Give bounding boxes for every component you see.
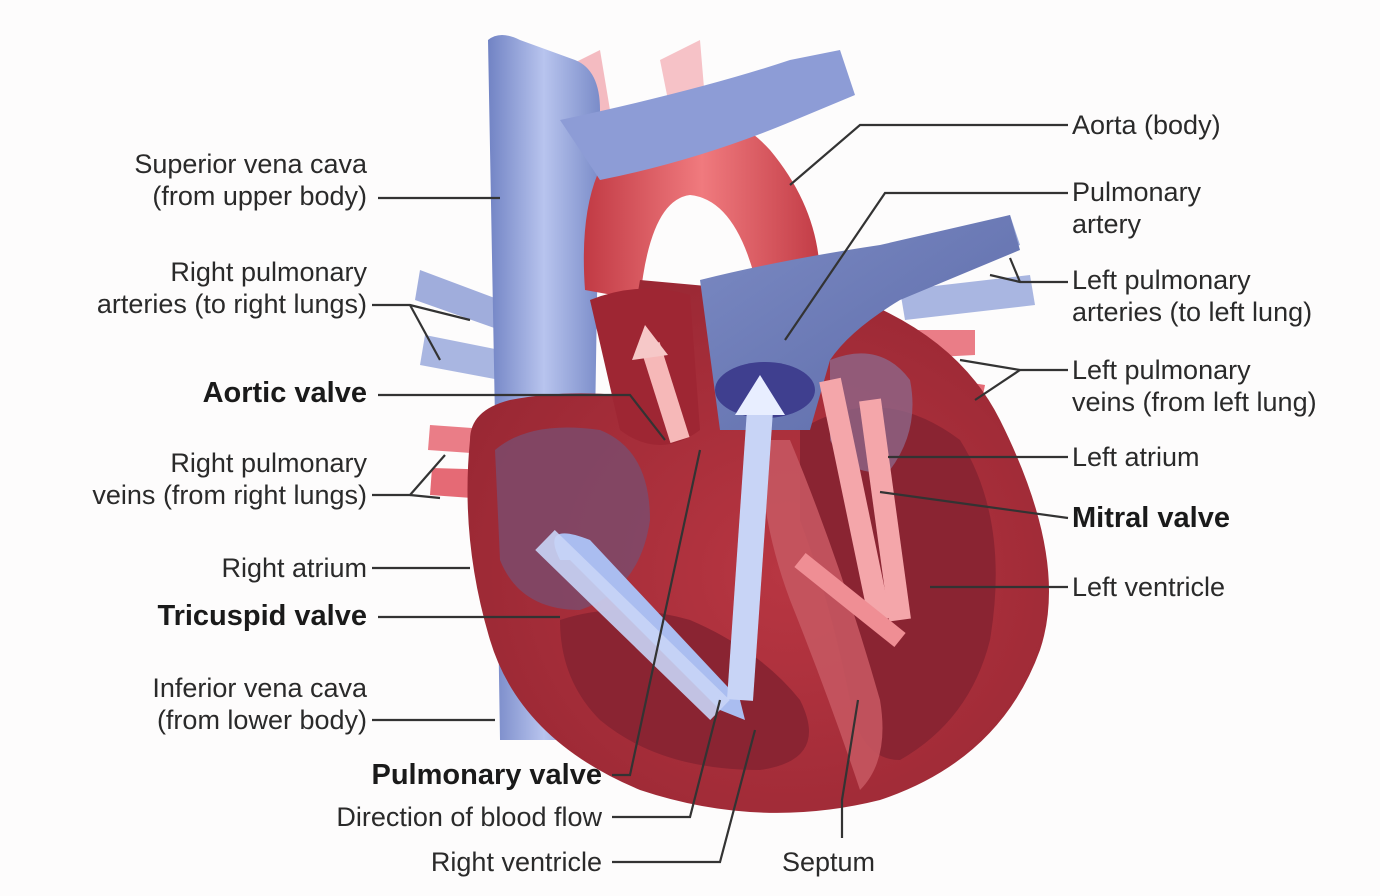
blood-flow-arrows	[535, 325, 911, 721]
label-line: Septum	[782, 847, 876, 877]
label-line: Left atrium	[1072, 442, 1200, 472]
pulmonary-trunk-upper	[560, 50, 855, 180]
label-line: veins (from left lung)	[1072, 387, 1317, 417]
label-superior-vena-cava: Superior vena cava (from upper body)	[134, 148, 367, 212]
label-line: Left pulmonary	[1072, 355, 1251, 385]
label-line: Right pulmonary	[170, 257, 367, 287]
label-line: artery	[1072, 209, 1142, 239]
label-line: Mitral valve	[1072, 502, 1230, 534]
label-pulmonary-artery: Pulmonary artery	[1072, 176, 1201, 240]
label-line: Inferior vena cava	[152, 673, 367, 703]
label-inferior-vena-cava: Inferior vena cava (from lower body)	[152, 672, 367, 736]
label-line: Superior vena cava	[134, 149, 367, 179]
septum-shape	[760, 440, 883, 790]
label-line: Tricuspid valve	[157, 600, 367, 632]
leader-lines	[372, 123, 1069, 864]
label-line: Left ventricle	[1072, 572, 1226, 602]
label-line: Left pulmonary	[1072, 265, 1251, 295]
label-tricuspid-valve: Tricuspid valve	[157, 600, 367, 632]
label-line: arteries (to left lung)	[1072, 297, 1313, 327]
label-line: veins (from right lungs)	[92, 480, 367, 510]
label-line: Pulmonary	[1072, 177, 1202, 207]
label-line: Aortic valve	[202, 377, 367, 409]
label-aorta: Aorta (body)	[1072, 109, 1221, 141]
label-direction-of-blood-flow: Direction of blood flow	[336, 801, 602, 833]
label-line: (from upper body)	[152, 181, 367, 211]
label-left-pulmonary-arteries: Left pulmonary arteries (to left lung)	[1072, 264, 1312, 328]
label-line: arteries (to right lungs)	[96, 289, 367, 319]
label-aortic-valve: Aortic valve	[203, 377, 367, 409]
label-mitral-valve: Mitral valve	[1072, 502, 1230, 534]
label-left-pulmonary-veins: Left pulmonary veins (from left lung)	[1072, 354, 1317, 418]
label-left-ventricle: Left ventricle	[1072, 571, 1225, 603]
label-line: Right pulmonary	[170, 448, 367, 478]
label-line: Aorta (body)	[1072, 110, 1221, 140]
label-line: Right ventricle	[430, 847, 602, 877]
label-pulmonary-valve: Pulmonary valve	[372, 759, 603, 791]
label-right-atrium: Right atrium	[221, 552, 367, 584]
label-line: Direction of blood flow	[336, 802, 602, 832]
label-right-pulmonary-veins: Right pulmonary veins (from right lungs)	[92, 447, 367, 511]
label-line: (from lower body)	[156, 705, 367, 735]
label-septum: Septum	[782, 846, 875, 878]
label-left-atrium: Left atrium	[1072, 441, 1200, 473]
label-line: Right atrium	[221, 553, 367, 583]
label-right-ventricle: Right ventricle	[431, 846, 602, 878]
label-line: Pulmonary valve	[371, 759, 603, 791]
label-right-pulmonary-arteries: Right pulmonary arteries (to right lungs…	[97, 256, 367, 320]
